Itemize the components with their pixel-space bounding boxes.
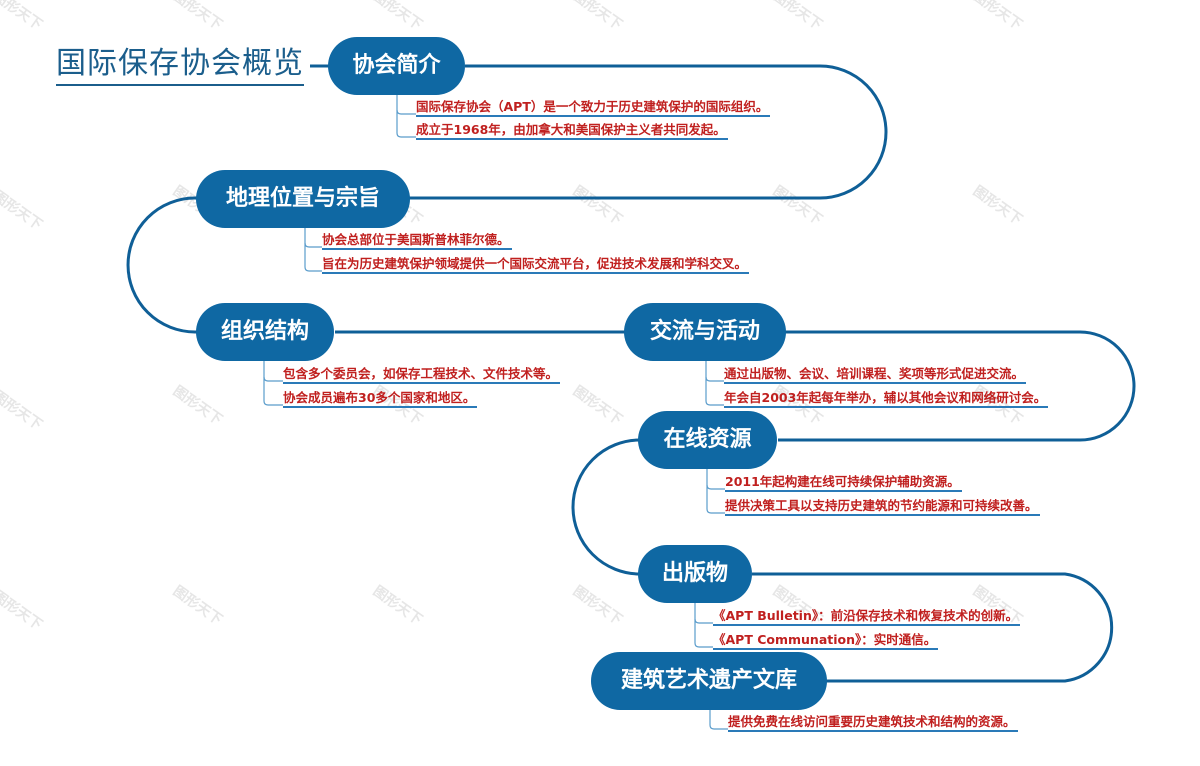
watermark: 图形天下 <box>0 388 45 434</box>
watermark: 图形天下 <box>169 0 225 34</box>
leaf-item[interactable]: 《APT Communation》：实时通信。 <box>713 632 939 650</box>
topic-node-publications[interactable]: 出版物 <box>638 545 752 603</box>
watermark: 图形天下 <box>169 383 225 429</box>
watermark: 图形天下 <box>369 0 425 34</box>
topic-label: 组织结构 <box>220 319 309 344</box>
topic-node-intro[interactable]: 协会简介 <box>328 37 465 95</box>
topic-label: 地理位置与宗旨 <box>225 186 380 211</box>
leaf-item[interactable]: 提供免费在线访问重要历史建筑技术和结构的资源。 <box>728 714 1018 732</box>
topic-node-heritage-library[interactable]: 建筑艺术遗产文库 <box>591 652 827 710</box>
leaf-item[interactable]: 提供决策工具以支持历史建筑的节约能源和可持续改善。 <box>725 498 1040 516</box>
watermark: 图形天下 <box>569 383 625 429</box>
watermark: 图形天下 <box>0 0 45 34</box>
watermark: 图形天下 <box>769 0 825 34</box>
topic-node-location-mission[interactable]: 地理位置与宗旨 <box>196 170 410 228</box>
topic-label: 建筑艺术遗产文库 <box>620 668 797 693</box>
watermark: 图形天下 <box>769 183 825 229</box>
leaf-item[interactable]: 包含多个委员会，如保存工程技术、文件技术等。 <box>283 366 561 384</box>
watermark: 图形天下 <box>369 583 425 629</box>
leaf-item[interactable]: 2011年起构建在线可持续保护辅助资源。 <box>725 474 962 492</box>
watermark: 图形天下 <box>169 583 225 629</box>
watermark: 图形天下 <box>0 188 45 234</box>
leaf-item[interactable]: 协会成员遍布30多个国家和地区。 <box>283 390 478 408</box>
leaf-item[interactable]: 国际保存协会（APT）是一个致力于历史建筑保护的国际组织。 <box>416 99 771 117</box>
leaf-item[interactable]: 年会自2003年起每年举办，辅以其他会议和网络研讨会。 <box>724 390 1049 408</box>
topic-node-organization[interactable]: 组织结构 <box>196 303 334 361</box>
page-title[interactable]: 国际保存协会概览 <box>56 44 304 86</box>
leaf-item[interactable]: 成立于1968年，由加拿大和美国保护主义者共同发起。 <box>416 122 728 140</box>
watermark: 图形天下 <box>569 583 625 629</box>
watermark: 图形天下 <box>569 183 625 229</box>
topic-node-online-resources[interactable]: 在线资源 <box>638 411 777 469</box>
watermark: 图形天下 <box>569 0 625 34</box>
leaf-item[interactable]: 协会总部位于美国斯普林菲尔德。 <box>322 232 512 250</box>
topic-label: 在线资源 <box>663 427 752 452</box>
leaf-item[interactable]: 旨在为历史建筑保护领域提供一个国际交流平台，促进技术发展和学科交叉。 <box>322 256 750 274</box>
topic-label: 出版物 <box>661 561 728 586</box>
leaf-item[interactable]: 《APT Bulletin》：前沿保存技术和恢复技术的创新。 <box>713 608 1021 626</box>
leaf-item[interactable]: 通过出版物、会议、培训课程、奖项等形式促进交流。 <box>724 366 1027 384</box>
watermark: 图形天下 <box>969 0 1025 34</box>
watermark: 图形天下 <box>969 183 1025 229</box>
topic-node-exchange-activities[interactable]: 交流与活动 <box>624 303 786 361</box>
topic-label: 协会简介 <box>352 53 441 78</box>
watermark: 图形天下 <box>0 588 45 634</box>
topic-label: 交流与活动 <box>649 319 760 344</box>
